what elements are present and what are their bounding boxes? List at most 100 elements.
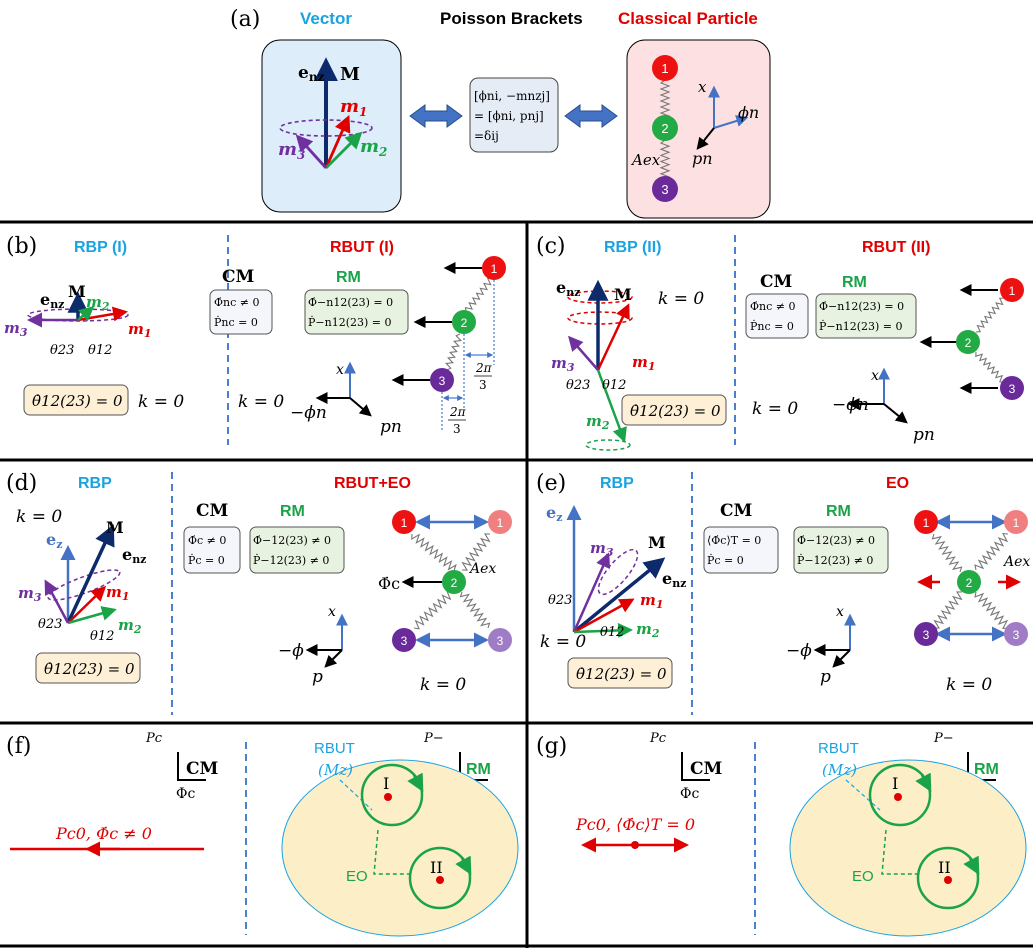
precession-ellipse [279, 119, 373, 137]
m1-label: m1 [632, 353, 656, 373]
ball-3 [652, 176, 678, 202]
ball-2-label: 2 [966, 576, 973, 590]
cm-center-point [631, 841, 639, 849]
magnetization-vector [572, 557, 666, 634]
rm-box [815, 293, 917, 339]
m2-vector [596, 369, 627, 443]
cm-line2: Ṗnc = 0 [750, 319, 794, 333]
ball-2-label: 2 [461, 316, 468, 330]
m3-label: m3 [4, 319, 28, 339]
axis-p-label: p [820, 667, 831, 687]
rbut-label: RBUT [818, 740, 859, 757]
rm-box [793, 526, 889, 574]
rbut-eo-label: RBUT+EO [334, 475, 411, 492]
m3-vector [295, 134, 328, 169]
axis-x-label: x [836, 604, 844, 620]
m3-label: m3 [278, 139, 305, 162]
axis-p-arrow [883, 403, 908, 424]
m2-label: m2 [636, 620, 660, 640]
k-zero-2: k = 0 [946, 675, 992, 695]
orbit-I [868, 763, 932, 827]
theta-rate: θ̇12(23) = 0 [630, 402, 721, 420]
theta-rate-box [23, 384, 129, 416]
pc-axis-label: Pc [649, 731, 667, 746]
m2-vector [77, 306, 95, 322]
rbp-label: RBP [78, 475, 112, 492]
theta-rate: θ̇12(23) = 0 [44, 660, 135, 678]
cm-box [209, 289, 273, 335]
orbit-II-arrow [455, 855, 472, 876]
cm-label: CM [720, 501, 753, 521]
m2-label: m2 [86, 293, 110, 313]
ball-1 [652, 55, 678, 81]
ball-3 [1000, 376, 1024, 400]
ball-3-label: 3 [401, 634, 408, 648]
spring-coil [975, 297, 1005, 333]
ball-3-ghost [1004, 622, 1028, 646]
particle-box [626, 39, 771, 219]
axis-p-label: pn [380, 417, 402, 437]
spring-1-2 [931, 533, 963, 573]
fixed-point-II [944, 876, 952, 884]
enz-label: enz [662, 569, 686, 590]
axis-phi-label: −ϕ [278, 641, 304, 661]
m1-label: m1 [340, 96, 367, 119]
pb-line2: = [ϕni, pnj] [474, 109, 544, 123]
spring-1-2 [464, 277, 493, 313]
rbut-label: RBUT [314, 740, 355, 757]
ball-1 [392, 510, 416, 534]
spring-coil [445, 333, 462, 371]
panel-g: (g) Pc CM Φc Pc0, ⟨Φ̇c⟩T = 0 P− RM Φ− RB… [536, 731, 1027, 937]
ball-3-ghost [488, 628, 512, 652]
spring-2-3 [933, 591, 963, 629]
ez-label: ez [46, 530, 62, 551]
rm-label: RM [974, 761, 999, 778]
axis-x-label: x [871, 368, 879, 384]
point-I-label: I [892, 774, 898, 793]
rbp-label: RBP [600, 475, 634, 492]
panel-frame [0, 220, 1033, 948]
m2-label: m2 [118, 616, 142, 636]
M-label: M [68, 282, 86, 301]
spring-coil [459, 591, 491, 629]
axis-phi-label: −ϕn [832, 395, 869, 415]
theta12-label: θ12 [88, 343, 112, 358]
spring-coil [974, 591, 1009, 630]
theta12-label: θ12 [90, 629, 114, 644]
orbit-I [360, 763, 424, 827]
poisson-box [469, 77, 559, 153]
spring-2-3 [445, 333, 462, 371]
ball-1-label: 1 [401, 516, 408, 530]
rm-line1: Φ̇−n12(23) = 0 [819, 300, 904, 313]
classical-particle-title: Classical Particle [618, 9, 758, 28]
vector-box [261, 39, 402, 213]
axis-p-label: p [312, 667, 323, 687]
rm-box [249, 526, 345, 574]
eo-label: EO [886, 475, 909, 492]
theta-rate-box [621, 394, 727, 426]
axis-phi-label: −ϕn [290, 403, 327, 423]
theta12-label: θ12 [600, 625, 624, 640]
point-II-label: II [430, 858, 443, 877]
spring-2-3 [659, 139, 671, 181]
phic-dot-label: Φ̇c [378, 574, 400, 593]
ball-2 [652, 115, 678, 141]
theta-rate-box [567, 657, 673, 689]
ball-1-ghost-label: 1 [1013, 516, 1020, 530]
panel-d: (d) RBP RBUT+EO k = 0 ez M enz m1 m2 m3 … [6, 471, 512, 715]
ball-2 [452, 310, 476, 334]
axis-p-arrow [349, 397, 372, 417]
M-label: M [614, 285, 632, 304]
ball-1 [914, 510, 938, 534]
ball-3-ghost-label: 3 [497, 634, 504, 648]
ball-2-label: 2 [965, 336, 972, 350]
theta-rate: θ̇12(23) = 0 [32, 392, 123, 410]
ball-3-label: 3 [1009, 382, 1016, 396]
ball-2 [957, 570, 981, 594]
k-zero-2: k = 0 [752, 399, 798, 419]
axis-p-arrow [696, 127, 715, 150]
pb-line1: [ϕni, −mnzj] [474, 89, 550, 103]
rbut-region [281, 759, 519, 937]
ball-1-label: 1 [661, 61, 668, 76]
three-label-2: 3 [453, 422, 461, 436]
